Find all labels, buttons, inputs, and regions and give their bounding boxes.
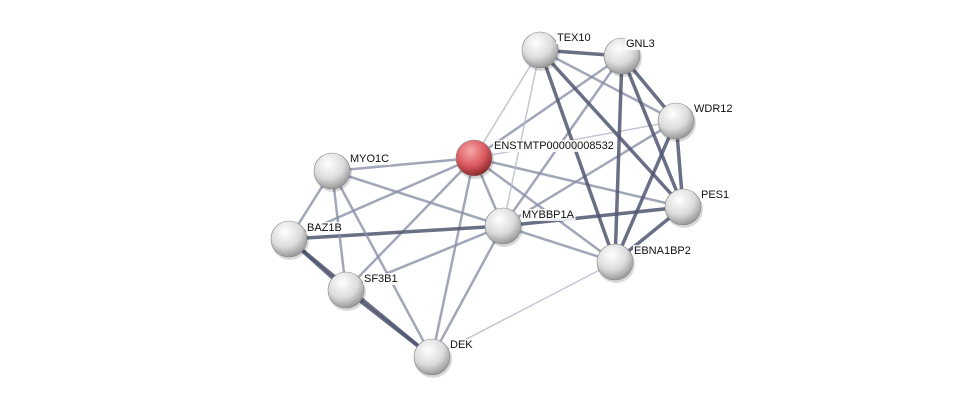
node-circle[interactable] — [596, 243, 634, 281]
edge-enstmtp00000008532-myo1c[interactable] — [331, 156, 475, 173]
node-circle[interactable] — [413, 338, 451, 376]
label-background — [449, 339, 475, 351]
node-ebna1bp2[interactable]: EBNA1BP2 — [596, 243, 692, 283]
node-circle[interactable] — [521, 31, 559, 69]
edge-enstmtp00000008532-sf3b1[interactable] — [345, 157, 475, 291]
edge-tex10-wdr12[interactable] — [539, 48, 677, 123]
node-myo1c[interactable]: MYO1C — [313, 152, 391, 192]
node-circle[interactable] — [657, 102, 695, 140]
node-enstmtp00000008532[interactable]: ENSTMTP00000008532 — [455, 139, 615, 179]
edge-gnl3-pes1[interactable] — [620, 55, 685, 208]
edge-mybbp1a-pes1[interactable] — [502, 205, 684, 228]
node-tex10[interactable]: TEX10 — [521, 31, 592, 71]
edge-mybbp1a-ebna1bp2[interactable] — [502, 224, 616, 264]
label-background — [349, 153, 391, 165]
edge-myo1c-dek[interactable] — [330, 170, 434, 358]
node-gnl3[interactable]: GNL3 — [603, 37, 656, 77]
edge-enstmtp00000008532-pes1[interactable] — [473, 156, 684, 209]
edge-wdr12-ebna1bp2[interactable] — [613, 120, 678, 263]
label-background — [521, 209, 576, 221]
edge-mybbp1a-dek[interactable] — [430, 225, 505, 358]
node-label: BAZ1B — [307, 222, 342, 234]
node-label: TEX10 — [557, 32, 591, 44]
node-label: MYBBP1A — [522, 209, 575, 221]
label-background — [363, 273, 399, 285]
node-label: PES1 — [701, 189, 729, 201]
node-pes1[interactable]: PES1 — [664, 188, 731, 228]
node-label: DEK — [450, 339, 473, 351]
edge-mybbp1a-wdr12[interactable] — [502, 119, 677, 228]
label-background — [556, 32, 592, 44]
node-circle[interactable] — [484, 207, 522, 245]
edge-tex10-ebna1bp2[interactable] — [538, 49, 617, 263]
node-label: EBNA1BP2 — [634, 245, 691, 257]
node-label: MYO1C — [350, 153, 389, 165]
edge-mybbp1a-tex10[interactable] — [502, 49, 541, 227]
node-mybbp1a[interactable]: MYBBP1A — [484, 207, 576, 247]
edge-enstmtp00000008532-tex10[interactable] — [473, 49, 541, 159]
edge-mybbp1a-myo1c[interactable] — [331, 169, 504, 228]
label-background — [693, 103, 734, 115]
edge-tex10-pes1[interactable] — [538, 48, 685, 209]
node-label: SF3B1 — [364, 273, 398, 285]
label-background — [625, 38, 656, 50]
edge-enstmtp00000008532-dek[interactable] — [430, 157, 476, 358]
label-background — [306, 222, 343, 234]
edge-mybbp1a-baz1b[interactable] — [288, 224, 504, 241]
label-background — [493, 140, 615, 152]
node-circle[interactable] — [313, 152, 351, 190]
node-baz1b[interactable]: BAZ1B — [270, 220, 343, 260]
node-circle[interactable] — [270, 220, 308, 258]
node-circle[interactable] — [664, 188, 702, 226]
node-circle[interactable] — [455, 139, 493, 177]
node-sf3b1[interactable]: SF3B1 — [327, 271, 399, 311]
label-background — [700, 189, 731, 201]
node-label: ENSTMTP00000008532 — [494, 140, 614, 152]
node-circle[interactable] — [327, 271, 365, 309]
label-background — [633, 245, 692, 257]
node-label: WDR12 — [694, 103, 733, 115]
node-dek[interactable]: DEK — [413, 338, 475, 378]
node-label: GNL3 — [626, 38, 655, 50]
edge-gnl3-ebna1bp2[interactable] — [613, 55, 624, 263]
node-wdr12[interactable]: WDR12 — [657, 102, 734, 142]
